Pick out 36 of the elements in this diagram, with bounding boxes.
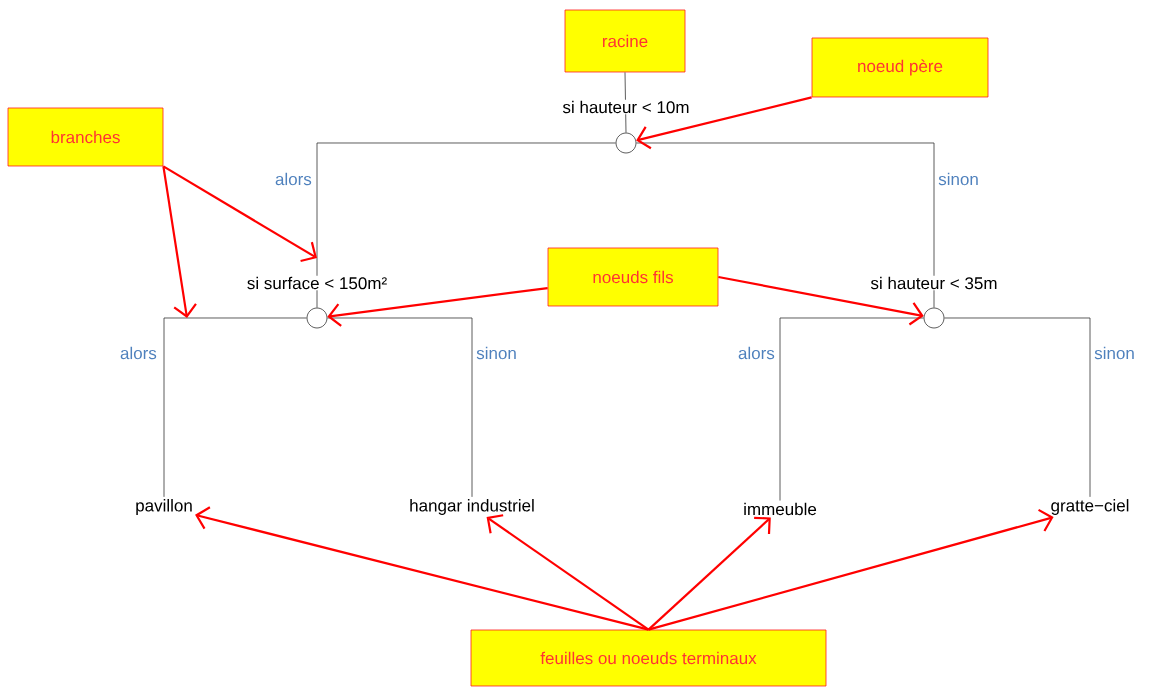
leaf-label: immeuble — [744, 502, 817, 516]
edge-label: alors — [738, 346, 775, 360]
leaf-label: hangar industriel — [410, 499, 534, 515]
edge-label: alors — [275, 172, 312, 186]
arrow — [647, 516, 771, 631]
arrow — [486, 514, 650, 631]
arrow — [648, 508, 1054, 631]
edge-label: alors — [120, 346, 157, 360]
condition-label: si hauteur < 35m — [869, 275, 999, 291]
condition-label: si surface < 150m² — [245, 275, 389, 291]
edge-label: sinon — [1094, 346, 1134, 360]
branch-line — [163, 317, 307, 498]
branch-line — [327, 317, 473, 498]
arrow — [195, 506, 649, 631]
branch-line — [944, 317, 1091, 498]
leaf-label: pavillon — [136, 499, 192, 515]
callout-box: branches — [7, 107, 164, 167]
arrow — [327, 286, 548, 327]
split-circle — [615, 132, 637, 154]
branch-line — [779, 317, 924, 501]
callout-box: racine — [564, 9, 686, 73]
arrow — [718, 275, 924, 326]
branch-line — [636, 142, 935, 308]
condition-label: si hauteur < 10m — [561, 99, 691, 115]
split-circle — [923, 307, 945, 329]
arrow — [162, 165, 317, 263]
edge-label: sinon — [476, 346, 516, 360]
split-circle — [306, 307, 328, 329]
branch-line — [316, 142, 616, 308]
callout-box: noeuds fils — [547, 247, 719, 307]
edge-label: sinon — [938, 172, 978, 186]
callout-box: noeud père — [811, 37, 989, 98]
leaf-label: gratte−ciel — [1051, 499, 1129, 515]
arrow — [162, 166, 197, 318]
arrow — [636, 96, 812, 150]
callout-box: feuilles ou noeuds terminaux — [470, 629, 827, 687]
